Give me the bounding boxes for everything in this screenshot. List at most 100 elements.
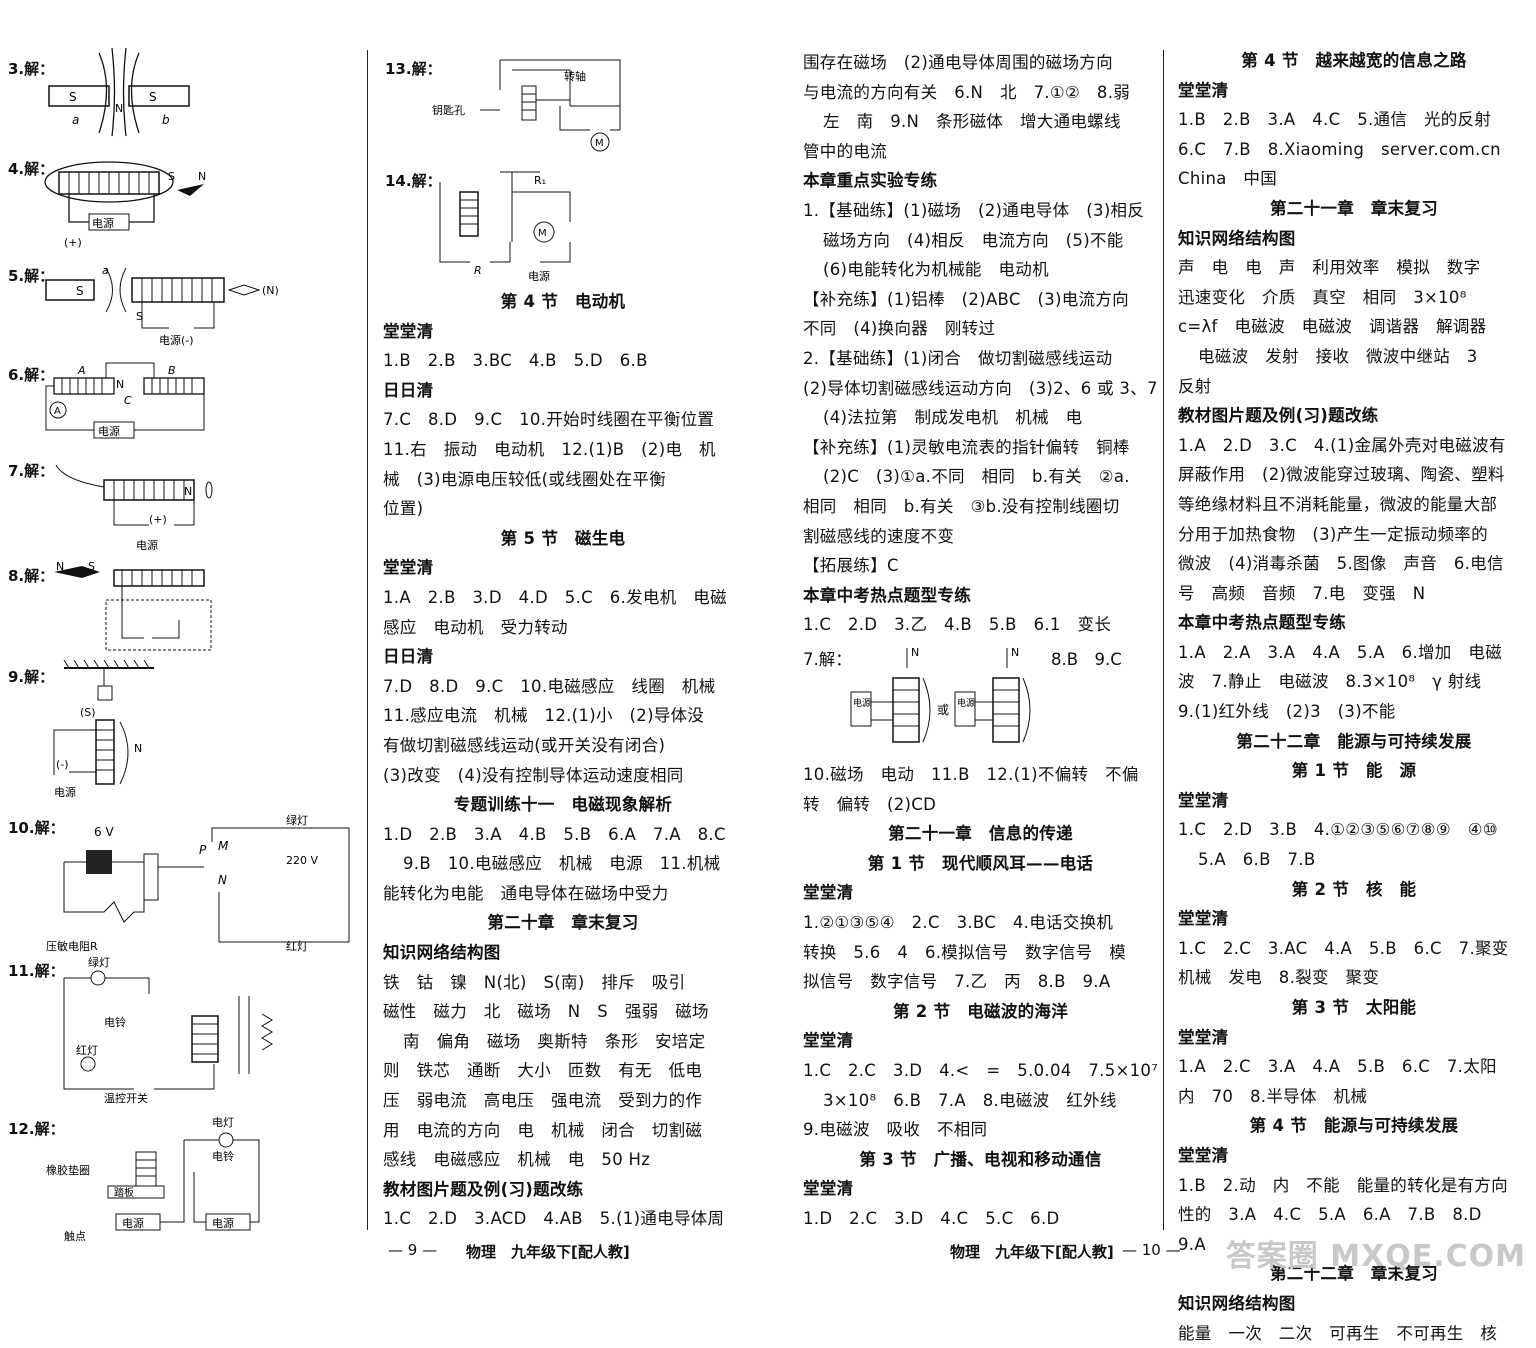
contact-label: 触点	[64, 1229, 86, 1242]
label-p: P	[199, 843, 207, 857]
answer-line: 【拓展练】C	[803, 556, 899, 576]
diagram-6-two-solenoids: A N C B A 电源	[44, 358, 214, 447]
answer-line: 有做切割磁感线运动(或开关没有闭合)	[383, 735, 666, 755]
section-heading: 第 2 节 核 能	[1291, 879, 1417, 899]
label-s: S	[69, 90, 77, 104]
answer-line: 1.B 2.B 3.BC 4.B 5.D 6.B	[383, 351, 648, 371]
keyhole-label: 钥匙孔	[432, 103, 465, 117]
answer-line: 1.D 2.C 3.D 4.C 5.C 6.D	[803, 1208, 1060, 1228]
section-heading: 第 3 节 太阳能	[1291, 998, 1417, 1017]
answer-line: 9.A	[1178, 1234, 1206, 1254]
answer-line: 磁场方向 (4)相反 电流方向 (5)不能	[823, 230, 1124, 250]
answer-label-12: 12.解：	[8, 1120, 65, 1138]
answer-line: 1.C 2.D 3.ACD 4.AB 5.(1)通电导体周	[383, 1209, 725, 1229]
section-heading: 堂堂清	[1178, 1027, 1229, 1047]
answer-line: 1.A 2.C 3.A 4.A 5.B 6.C 7.太阳	[1178, 1057, 1497, 1077]
label-n: N	[134, 742, 142, 755]
answer-line: 屏蔽作用 (2)微波能穿过玻璃、陶瓷、塑料	[1178, 465, 1505, 485]
section-heading: 第二十章 章末复习	[487, 913, 639, 933]
section-heading: 知识网络结构图	[1178, 228, 1296, 248]
answer-line: 与电流的方向有关 6.N 北 7.①② 8.弱	[803, 82, 1131, 102]
answer-line: 6.C 7.B 8.Xiaoming server.com.cn	[1178, 139, 1501, 159]
power-label: 电源	[528, 269, 550, 282]
answer-line: 感线 电磁感应 机械 电 50 Hz	[383, 1150, 651, 1170]
answer-line: 反射	[1178, 376, 1212, 396]
answer-label-11: 11.解：	[8, 962, 65, 980]
answer-line: 械 (3)电源电压较低(或线圈处在平衡	[383, 469, 667, 489]
answer-line: 等绝缘材料且不消耗能量，微波的能量大部	[1178, 494, 1498, 514]
section-heading: 第 4 节 能源与可持续发展	[1249, 1116, 1459, 1136]
answer-line: 1.C 2.D 3.乙 4.B 5.B 6.1 变长	[803, 615, 1112, 635]
section-heading: 堂堂清	[383, 558, 434, 578]
answer-line: 位置)	[383, 499, 424, 519]
diagram-10-pressure-relay: 6 V P M N 绿灯 220 V 红灯 压敏电阻R	[44, 812, 354, 956]
answer-line: 压 弱电流 高电压 强电流 受到力的作	[383, 1091, 703, 1111]
answer-line: 割磁感线的速度不变	[803, 526, 955, 546]
answer-line: 迅速变化 介质 真空 相同 3×10⁸	[1178, 287, 1467, 307]
label-n: (N)	[262, 284, 279, 297]
power-label: 电源	[92, 216, 114, 230]
section-heading: 日日清	[383, 647, 434, 667]
section-heading: 第 3 节 广播、电视和移动通信	[859, 1149, 1102, 1169]
section-heading: 知识网络结构图	[383, 943, 501, 963]
power-label-2: 电源	[957, 697, 975, 709]
answer-line: (6)电能转化为机械能 电动机	[823, 260, 1049, 280]
plus-label: (+)	[149, 513, 167, 526]
column-divider	[1163, 50, 1164, 1230]
power-label: 电源	[98, 424, 120, 438]
section-heading: 教材图片题及例(习)题改练	[383, 1179, 584, 1199]
answer-line: 磁性 磁力 北 磁场 N S 强弱 磁场	[383, 1002, 709, 1022]
section-heading: 堂堂清	[383, 321, 434, 341]
answer-line: 则 铁芯 通断 大小 匝数 有无 低电	[383, 1061, 703, 1081]
light-label: 电灯	[212, 1116, 234, 1129]
diagram-7-solenoid: N (+) 电源	[44, 455, 224, 559]
voltage-label: 6 V	[94, 825, 114, 839]
section-heading: 堂堂清	[1178, 909, 1229, 929]
diagram-3-magnet-field: S N S a b	[44, 47, 194, 142]
answer-label-4: 4.解：	[8, 160, 55, 178]
answer-line: 9.电磁波 吸收 不相同	[803, 1120, 988, 1140]
n-label-2: N	[1011, 646, 1019, 659]
r-label: R	[474, 264, 482, 277]
section-heading: 第二十一章 章末复习	[1270, 198, 1438, 218]
resistor-label: 压敏电阻R	[46, 939, 98, 952]
answer-line: (4)法拉第 制成发电机 机械 电	[823, 408, 1083, 428]
label-n: N	[218, 873, 227, 887]
answer-line: 【补充练】(1)铝棒 (2)ABC (3)电流方向	[803, 289, 1129, 309]
answer-line: 能转化为电能 通电导体在磁场中受力	[383, 883, 669, 903]
diagram-11-thermostat: 绿灯 电铃 红灯 温控开关	[44, 954, 294, 1108]
section-heading: 教材图片题及例(习)题改练	[1178, 406, 1379, 426]
switch-label: 温控开关	[104, 1091, 148, 1104]
power-label-1: 电源	[853, 697, 871, 709]
plate-label: 踏板	[114, 1186, 134, 1199]
section-heading: 堂堂清	[1178, 790, 1229, 810]
label-s: S	[168, 170, 175, 183]
diagram-4-solenoid: 电源 (+) S N	[44, 150, 214, 254]
answer-line: 不同 (4)换向器 刚转过	[803, 319, 996, 339]
answer-label-13: 13.解：	[385, 60, 442, 78]
label-n: N	[116, 378, 124, 391]
label-s: (S)	[80, 706, 96, 719]
label-a: A	[77, 364, 86, 377]
answer-line: 波 7.静止 电磁波 8.3×10⁸ γ 射线	[1178, 672, 1482, 692]
section-heading: 第 1 节 能 源	[1291, 761, 1417, 781]
label-n: N	[115, 102, 123, 115]
section-heading: 堂堂清	[803, 1031, 854, 1051]
answer-line: 转换 5.6 4 6.模拟信号 数字信号 模	[803, 942, 1127, 962]
answer-line: 感应 电动机 受力转动	[383, 617, 568, 637]
red-light-label: 红灯	[76, 1044, 98, 1057]
power-label: 电源(-)	[159, 333, 194, 347]
answer-line: 1.A 2.D 3.C 4.(1)金属外壳对电磁波有	[1178, 435, 1506, 455]
answer-label-9: 9.解：	[8, 668, 55, 686]
plus-label: (+)	[64, 236, 82, 249]
label-b: b	[162, 113, 170, 127]
section-heading: 日日清	[383, 380, 434, 400]
answer-label-8: 8.解：	[8, 567, 55, 585]
answer-line: 铁 钴 镍 N(北) S(南) 排斥 吸引	[383, 972, 686, 992]
section-heading: 专题训练十一 电磁现象解析	[453, 795, 673, 815]
voltage-220-label: 220 V	[286, 854, 318, 867]
label-s2: S	[136, 310, 143, 323]
shaft-label: 转轴	[564, 69, 586, 83]
